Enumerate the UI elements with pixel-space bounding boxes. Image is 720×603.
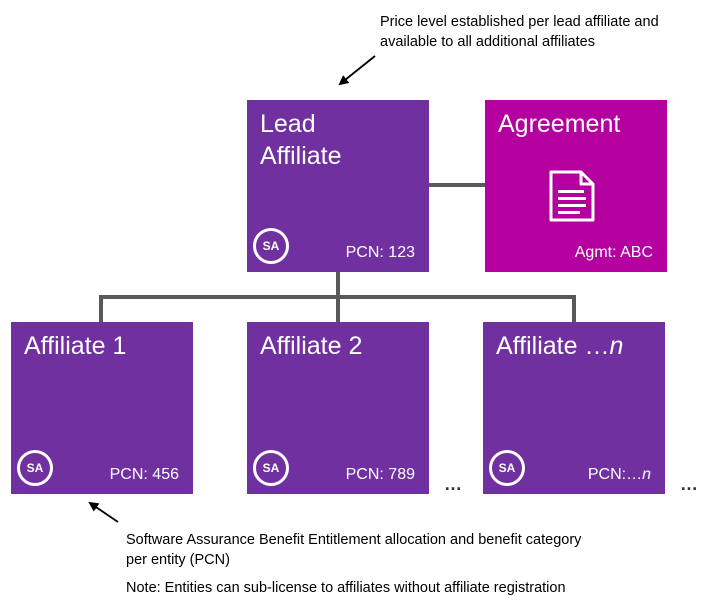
entitlement-annotation-line-2: per entity (PCN) — [126, 552, 230, 568]
lead-affiliate-tile: Lead Affiliate SA PCN: 123 — [247, 100, 429, 272]
affiliate-pcn-label: PCN: 789 — [345, 466, 415, 483]
sa-badge: SA — [253, 228, 289, 264]
price-level-annotation-line-1: Price level established per lead affilia… — [380, 14, 659, 30]
affiliate-title: Affiliate 2 — [260, 332, 363, 360]
affiliate-tile: Affiliate 1 SA PCN: 456 — [11, 322, 193, 494]
affiliate-title: Affiliate 1 — [24, 332, 127, 360]
top-annotation-arrow — [338, 55, 376, 86]
entitlement-annotation-line-1: Software Assurance Benefit Entitlement a… — [126, 532, 582, 548]
sa-badge: SA — [17, 450, 53, 486]
agreement-label: Agmt: ABC — [574, 244, 653, 261]
affiliate-title: Affiliate …n — [496, 332, 624, 360]
lead-pcn-label: PCN: 123 — [345, 244, 415, 261]
ellipsis-marker: … — [444, 474, 463, 494]
agreement-tile: Agreement Agmt: ABC — [485, 100, 667, 272]
entitlement-annotation: Software Assurance Benefit Entitlement a… — [126, 530, 706, 598]
sub-license-note: Note: Entities can sub-license to affili… — [126, 580, 566, 596]
agreement-title: Agreement — [498, 110, 621, 138]
sa-badge: SA — [489, 450, 525, 486]
ellipsis-marker: … — [680, 474, 699, 494]
bottom-annotation-arrow — [88, 501, 119, 523]
affiliate-pcn-label: PCN: 456 — [109, 466, 179, 483]
price-level-annotation-line-2: available to all additional affiliates — [380, 34, 595, 50]
affiliate-tile: Affiliate 2 SA PCN: 789 — [247, 322, 429, 494]
price-level-annotation: Price level established per lead affilia… — [380, 12, 659, 52]
affiliate-tile: Affiliate …n SA PCN:…n — [483, 322, 665, 494]
document-icon — [549, 170, 595, 222]
affiliate-pcn-label: PCN:…n — [587, 466, 651, 483]
sa-badge: SA — [253, 450, 289, 486]
lead-affiliate-title: Lead Affiliate — [260, 110, 342, 170]
